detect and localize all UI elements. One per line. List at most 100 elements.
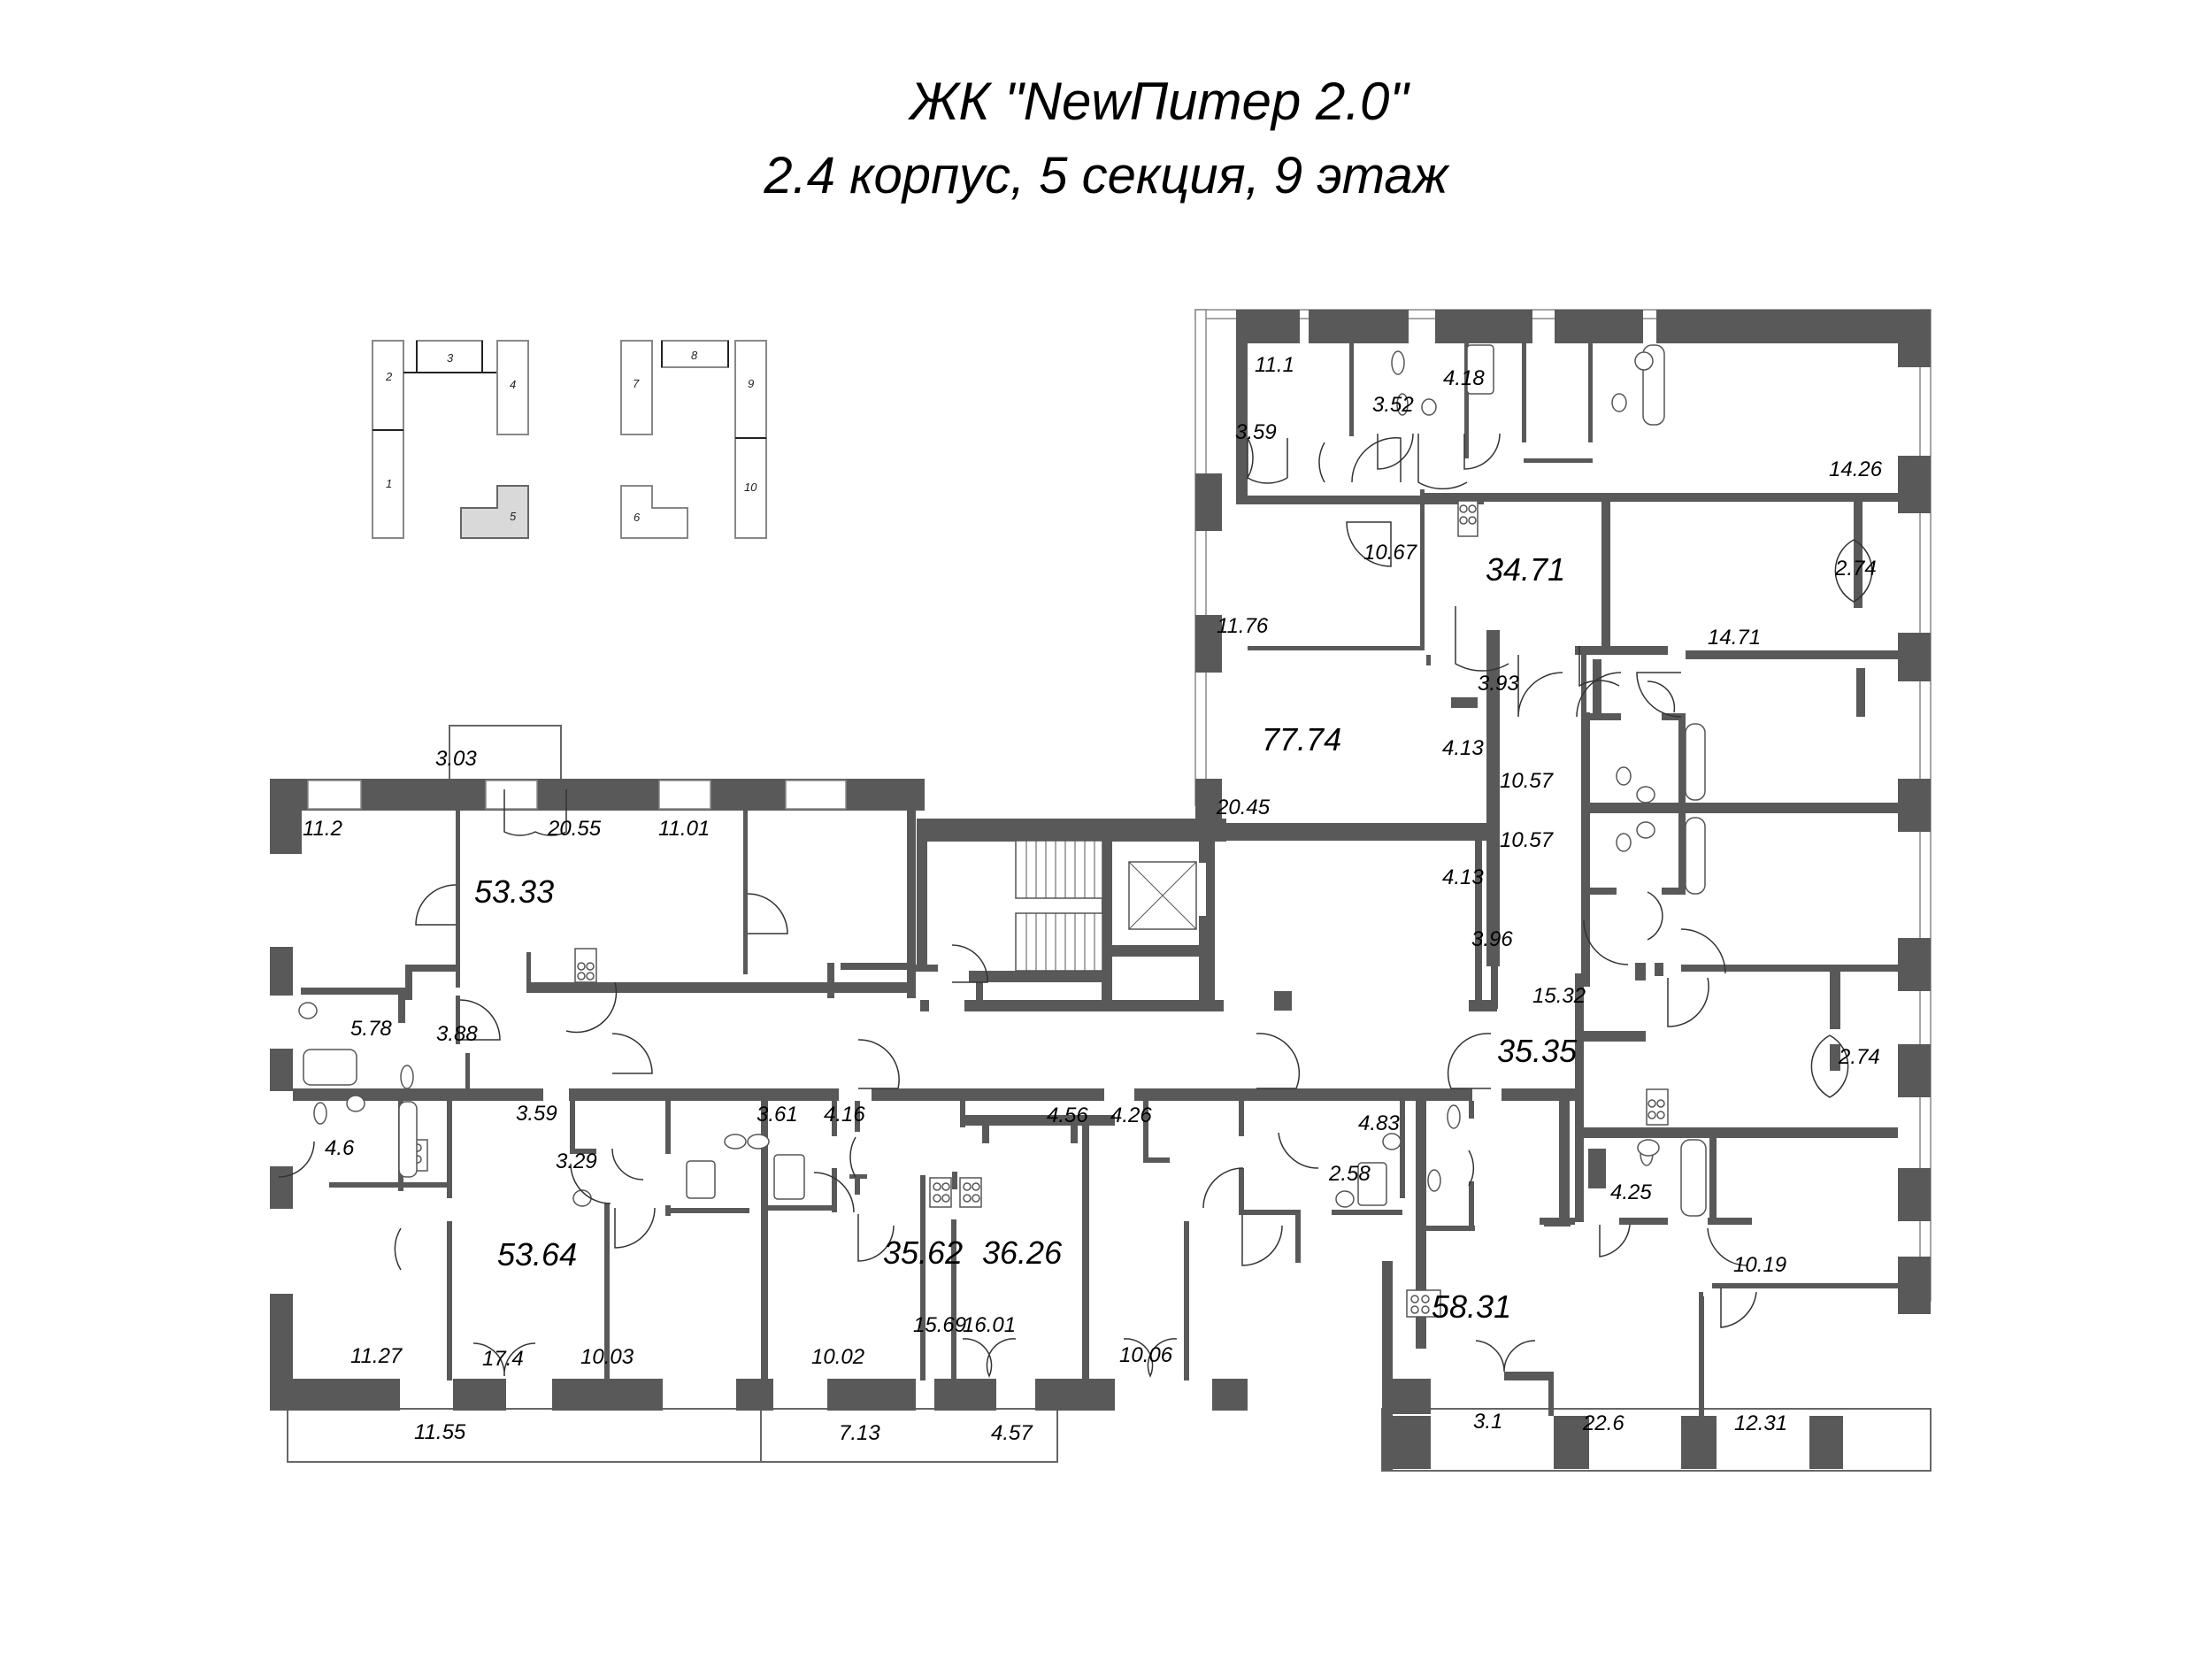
apartment-total-area: 53.33 bbox=[474, 873, 554, 910]
doors bbox=[278, 433, 1873, 1378]
door-swing-icon bbox=[1707, 1227, 1748, 1266]
door-swing-icon bbox=[1278, 1132, 1319, 1169]
room-area-label: 10.57 bbox=[1500, 769, 1555, 793]
sink-icon bbox=[1335, 1190, 1355, 1208]
door-swing-icon bbox=[1241, 1215, 1283, 1266]
room-area-label: 20.45 bbox=[1216, 796, 1271, 819]
key-section-6: 6 bbox=[634, 511, 641, 524]
apartment-total-area: 35.35 bbox=[1497, 1033, 1578, 1069]
door-swing-icon bbox=[1578, 646, 1620, 688]
toilet-icon bbox=[313, 1102, 327, 1125]
sink-icon bbox=[1396, 393, 1409, 416]
door-swing-icon bbox=[1256, 1033, 1301, 1089]
door-swing-icon bbox=[1247, 477, 1288, 484]
apartment-total-area: 36.26 bbox=[982, 1234, 1063, 1271]
shower-tray-icon bbox=[773, 1154, 805, 1200]
room-area-label: 4.13 bbox=[1442, 865, 1484, 889]
room-area-label: 4.18 bbox=[1443, 366, 1485, 390]
room-area-label: 3.03 bbox=[435, 747, 477, 771]
door-swing-icon bbox=[1599, 1224, 1631, 1257]
stair-core bbox=[1015, 840, 1197, 972]
door-swing-icon bbox=[611, 1033, 653, 1074]
door-swing-icon bbox=[503, 789, 567, 836]
room-area-label: 3.59 bbox=[1235, 420, 1277, 444]
shower-tray-icon bbox=[686, 1160, 716, 1199]
room-area-label: 20.55 bbox=[547, 817, 602, 841]
door-swing-icon bbox=[472, 1342, 536, 1377]
room-area-label: 10.19 bbox=[1733, 1253, 1786, 1277]
door-swing-icon bbox=[813, 1172, 855, 1213]
door-swing-icon bbox=[849, 1136, 856, 1178]
key-section-2: 2 bbox=[385, 370, 393, 383]
toilet-icon bbox=[1616, 833, 1632, 852]
room-area-label: 3.59 bbox=[516, 1102, 557, 1126]
room-area-label: 2.74 bbox=[1834, 557, 1877, 581]
room-area-label: 10.02 bbox=[811, 1345, 864, 1369]
sink-icon bbox=[1427, 1169, 1441, 1192]
door-swing-icon bbox=[1447, 1033, 1492, 1089]
shower-tray-icon bbox=[1466, 344, 1494, 395]
door-swing-icon bbox=[1475, 1340, 1536, 1373]
door-swing-icon bbox=[1680, 928, 1726, 974]
room-area-label: 11.1 bbox=[1255, 353, 1294, 377]
door-swing-icon bbox=[570, 1163, 611, 1204]
room-area-label: 14.71 bbox=[1708, 626, 1761, 650]
key-section-1: 1 bbox=[386, 477, 392, 490]
door-swing-icon bbox=[1468, 1150, 1475, 1187]
door-swing-icon bbox=[1202, 1167, 1244, 1209]
door-swing-icon bbox=[1286, 438, 1325, 483]
stove-icon bbox=[929, 1177, 952, 1208]
bathtub-icon bbox=[1685, 817, 1706, 895]
door-swing-icon bbox=[611, 1148, 644, 1180]
stove-icon bbox=[574, 948, 597, 983]
door-swing-icon bbox=[1463, 433, 1501, 470]
door-swing-icon bbox=[415, 884, 457, 926]
floor-subtitle: 2.4 корпус, 5 секция, 9 этаж bbox=[764, 147, 1448, 204]
key-section-10: 10 bbox=[744, 481, 757, 494]
key-plan-left: 2 3 4 1 5 bbox=[372, 340, 529, 539]
door-swing-icon bbox=[1247, 437, 1254, 481]
room-area-label: 14.26 bbox=[1829, 458, 1883, 481]
door-swing-icon bbox=[857, 1214, 895, 1262]
stove-icon bbox=[959, 1177, 982, 1208]
loggia-7-13-4-57 bbox=[760, 1408, 1058, 1463]
door-swing-icon bbox=[747, 893, 788, 934]
bathtub-icon bbox=[303, 1049, 357, 1086]
door-swing-icon bbox=[1517, 655, 1563, 718]
door-swing-icon bbox=[1583, 919, 1629, 965]
door-swing-icon bbox=[1346, 521, 1392, 567]
door-swing-icon bbox=[1667, 977, 1709, 1027]
door-swing-icon bbox=[1647, 891, 1663, 941]
room-area-label: 16.01 bbox=[963, 1313, 1016, 1337]
door-swing-icon bbox=[857, 1039, 900, 1089]
room-area-label: 4.6 bbox=[325, 1136, 355, 1160]
room-area-label: 7.13 bbox=[839, 1421, 880, 1445]
toilet-icon bbox=[1447, 1104, 1461, 1129]
loggia-11-55 bbox=[287, 1408, 762, 1463]
elevator-shaft-icon bbox=[1128, 861, 1197, 930]
room-area-label: 4.25 bbox=[1610, 1180, 1652, 1204]
stove-icon bbox=[1406, 1289, 1441, 1318]
room-area-label: 11.55 bbox=[414, 1420, 466, 1444]
complex-title: ЖК "NewПитер 2.0" bbox=[910, 72, 1409, 131]
door-swing-icon bbox=[1377, 433, 1414, 470]
toilet-icon bbox=[1611, 393, 1627, 412]
room-area-label: 3.88 bbox=[436, 1022, 478, 1046]
apartment-total-area: 77.74 bbox=[1262, 721, 1341, 757]
door-swing-icon bbox=[1455, 606, 1509, 672]
room-area-label: 10.03 bbox=[580, 1345, 634, 1369]
staircase bbox=[1015, 840, 1103, 972]
key-plan-right: 7 8 9 10 6 bbox=[620, 340, 767, 539]
apartment-total-area: 35.62 bbox=[883, 1234, 963, 1271]
room-area-label: 11.27 bbox=[350, 1344, 403, 1368]
room-labels: 11.1 3.59 3.52 4.18 14.26 10.67 11.76 77… bbox=[303, 353, 1883, 1445]
apartment-total-area: 53.64 bbox=[497, 1236, 577, 1273]
key-plan: 2 3 4 1 5 7 8 9 10 6 bbox=[372, 340, 767, 539]
apartment-total-area: 34.71 bbox=[1486, 551, 1565, 588]
toilet-icon bbox=[724, 1134, 747, 1150]
door-swing-icon bbox=[565, 981, 618, 1034]
sink-icon bbox=[1636, 786, 1655, 804]
toilet-icon bbox=[1382, 1133, 1402, 1150]
room-area-label: 3.96 bbox=[1471, 927, 1513, 951]
key-section-3: 3 bbox=[447, 351, 454, 365]
